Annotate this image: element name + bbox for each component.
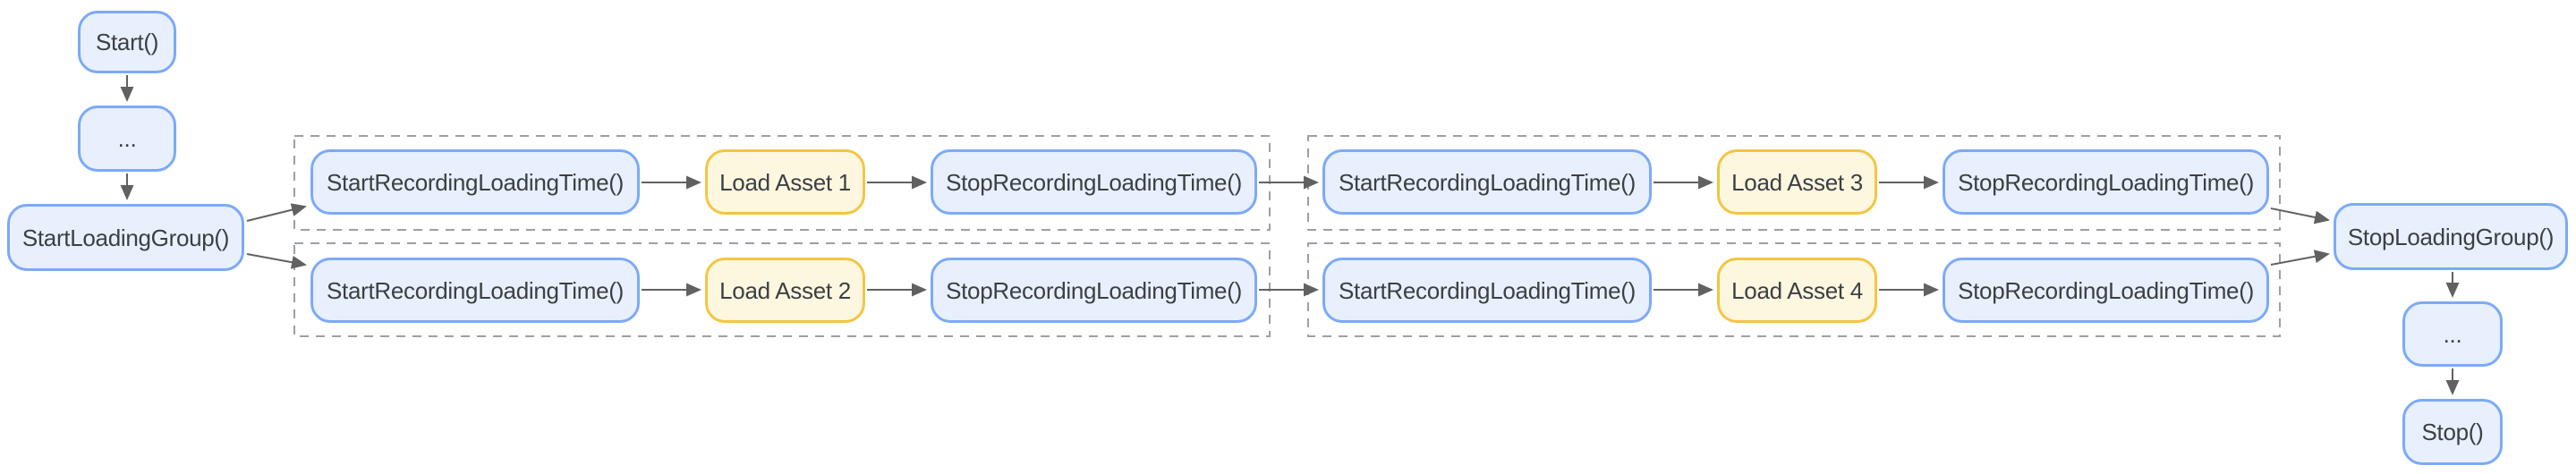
node-stop-recording-1-label: StopRecordingLoadingTime() — [946, 168, 1242, 196]
node-stop-loading-group: StopLoadingGroup() — [2334, 203, 2568, 270]
node-stop-recording-2: StopRecordingLoadingTime() — [931, 258, 1257, 323]
node-load-asset-1-label: Load Asset 1 — [719, 168, 851, 196]
node-start-loading-group: StartLoadingGroup() — [7, 204, 244, 271]
node-start-label: Start() — [95, 29, 159, 55]
node-stop-recording-3: StopRecordingLoadingTime() — [1943, 149, 2269, 215]
node-load-asset-2: Load Asset 2 — [705, 258, 865, 323]
node-stop-recording-1: StopRecordingLoadingTime() — [931, 149, 1257, 215]
node-load-asset-4: Load Asset 4 — [1717, 258, 1877, 323]
node-ellipsis-top: ... — [78, 106, 176, 172]
node-start: Start() — [78, 11, 176, 73]
flow-arrow — [2270, 207, 2330, 224]
node-stop-label: Stop() — [2421, 419, 2484, 445]
node-stop-recording-3-label: StopRecordingLoadingTime() — [1958, 168, 2254, 196]
node-start-recording-1: StartRecordingLoadingTime() — [310, 149, 640, 215]
node-stop-loading-group-label: StopLoadingGroup() — [2347, 223, 2555, 250]
node-start-recording-1-label: StartRecordingLoadingTime() — [327, 168, 624, 196]
node-stop: Stop() — [2402, 399, 2503, 465]
node-load-asset-3: Load Asset 3 — [1717, 149, 1877, 215]
node-load-asset-4-label: Load Asset 4 — [1731, 276, 1863, 304]
node-start-recording-3: StartRecordingLoadingTime() — [1322, 149, 1652, 215]
node-stop-recording-4-label: StopRecordingLoadingTime() — [1958, 276, 2254, 304]
node-start-recording-2: StartRecordingLoadingTime() — [310, 258, 640, 323]
node-start-recording-2-label: StartRecordingLoadingTime() — [327, 276, 624, 304]
node-ellipsis-top-label: ... — [117, 125, 137, 152]
flow-arrow — [246, 203, 307, 222]
node-start-recording-4-label: StartRecordingLoadingTime() — [1339, 276, 1636, 304]
flow-arrow — [246, 253, 307, 269]
node-start-recording-4: StartRecordingLoadingTime() — [1322, 258, 1652, 323]
node-stop-recording-2-label: StopRecordingLoadingTime() — [946, 276, 1242, 304]
node-start-loading-group-label: StartLoadingGroup() — [21, 224, 230, 251]
node-load-asset-1: Load Asset 1 — [705, 149, 865, 215]
node-stop-recording-4: StopRecordingLoadingTime() — [1943, 258, 2269, 323]
node-load-asset-2-label: Load Asset 2 — [719, 276, 851, 304]
flow-arrow — [2270, 250, 2330, 266]
node-ellipsis-bottom: ... — [2402, 301, 2503, 367]
node-start-recording-3-label: StartRecordingLoadingTime() — [1339, 168, 1636, 196]
node-load-asset-3-label: Load Asset 3 — [1731, 168, 1863, 196]
node-ellipsis-bottom-label: ... — [2443, 320, 2462, 348]
